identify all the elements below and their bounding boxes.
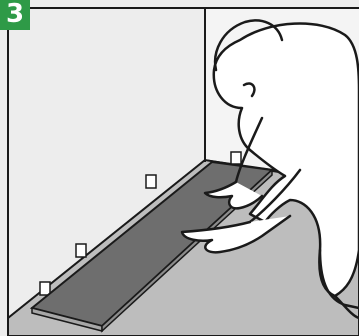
person-lower-arm [248,168,302,224]
spacer-2 [145,174,157,189]
spacer-1 [230,151,242,165]
person-torso [212,22,359,298]
upper-hand [203,180,264,210]
person-figure [180,19,359,320]
spacer-4 [39,281,51,296]
step-number-badge: 3 [0,0,30,30]
step-number: 3 [5,0,25,29]
person-ear [242,82,256,98]
person-head [213,19,284,72]
person-knee [333,294,359,320]
spacer-3 [75,243,87,258]
floor-plank-end [101,168,273,333]
lower-hand [180,214,292,254]
